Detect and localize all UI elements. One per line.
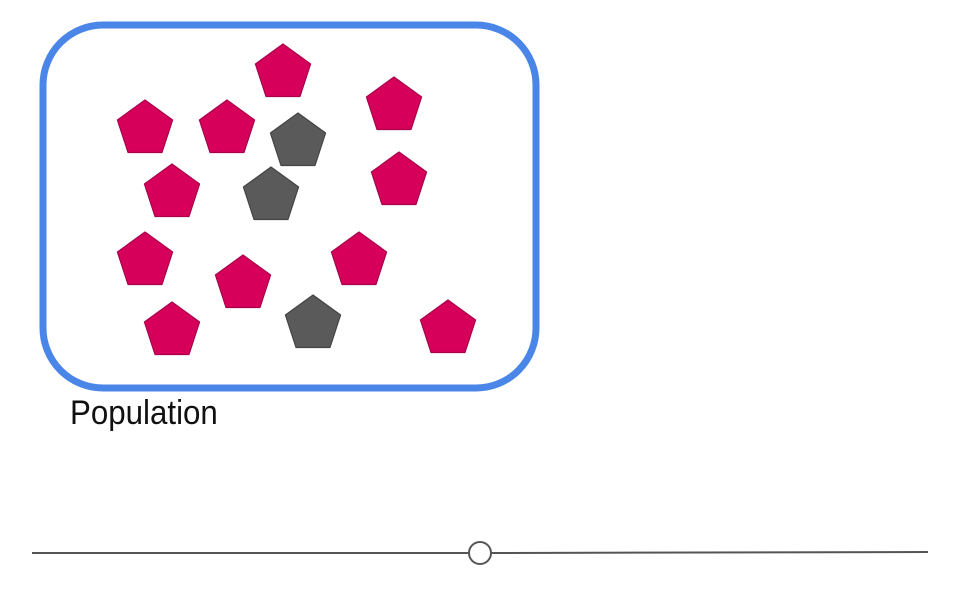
slider-thumb[interactable] bbox=[468, 541, 492, 565]
pentagon-gray bbox=[269, 112, 327, 167]
pentagon-pink bbox=[143, 163, 201, 218]
pentagon-pink bbox=[419, 299, 477, 354]
pentagon-pink bbox=[116, 99, 174, 154]
slider[interactable] bbox=[32, 541, 929, 565]
pentagon-pink bbox=[214, 254, 272, 309]
pentagon-gray bbox=[242, 166, 300, 221]
pentagon-pink bbox=[143, 301, 201, 356]
population-label: Population bbox=[70, 394, 218, 432]
pentagon-pink bbox=[254, 43, 312, 98]
pentagon-pink bbox=[198, 99, 256, 154]
pentagon-gray bbox=[284, 294, 342, 349]
slider-track[interactable] bbox=[490, 551, 929, 554]
pentagon-pink bbox=[365, 76, 423, 131]
population-items bbox=[116, 43, 477, 356]
pentagon-pink bbox=[370, 151, 428, 206]
pentagon-pink bbox=[330, 231, 388, 286]
population-frame bbox=[39, 21, 540, 392]
pentagon-pink bbox=[116, 231, 174, 286]
